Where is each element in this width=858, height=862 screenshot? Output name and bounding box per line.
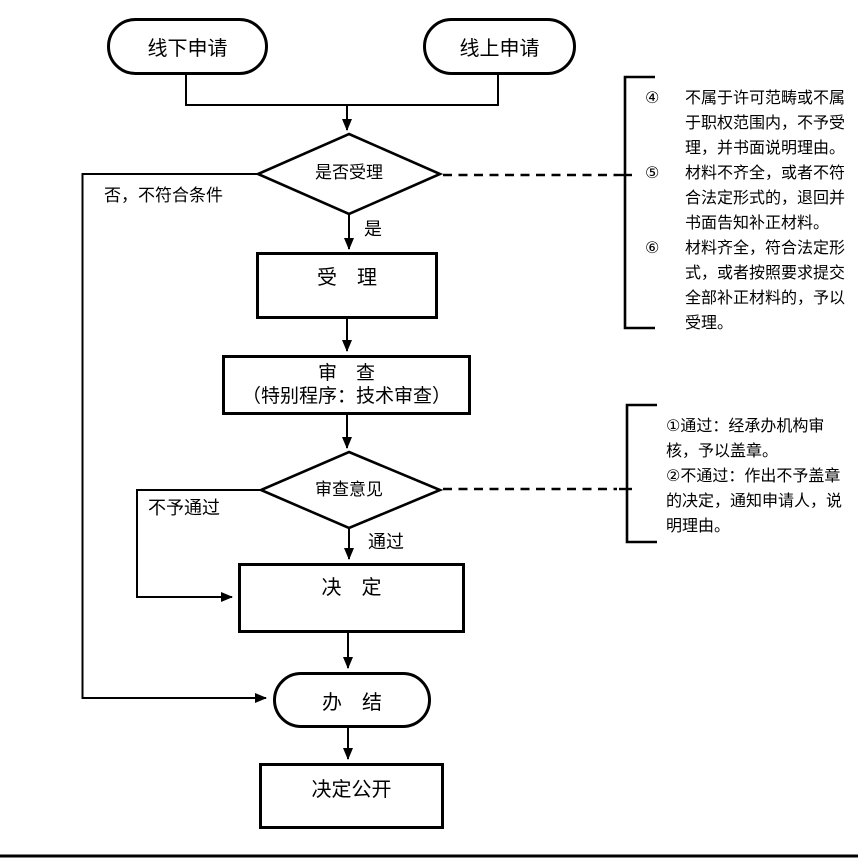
node-offline-apply: 线下申请 — [107, 18, 268, 75]
node-online-apply-label: 线上申请 — [459, 38, 540, 60]
annotation-item-4: ④ 不属于许可范畴或不属 于职权范围内，不予受 理，并书面说明理由。 — [645, 86, 853, 161]
annotation-block-review-rules: ①通过：经承办机构审 核，予以盖章。 ②不通过：作出不予盖章 的决定，通知申请人… — [666, 418, 843, 535]
annotation-item-5: ⑤ 材料不齐全，或者不符 合法定形式的，退回并 书面告知补正材料。 — [645, 161, 853, 236]
bracket-annotations-2 — [625, 403, 657, 544]
edge-label-not-pass: 不予通过 — [148, 498, 220, 518]
annotation-text-5: 材料不齐全，或者不符 合法定形式的，退回并 书面告知补正材料。 — [685, 165, 846, 232]
node-publish: 决定公开 — [259, 763, 444, 829]
node-offline-apply-label: 线下申请 — [147, 38, 228, 60]
node-publish-label: 决定公开 — [311, 779, 392, 801]
connector-notpass-route — [136, 489, 261, 602]
node-review-label: 审 查 （特别程序：技术审查） — [241, 363, 451, 407]
node-complete: 办 结 — [273, 672, 431, 728]
connector-no-route — [81, 173, 267, 703]
annotation-marker-5: ⑤ — [645, 165, 660, 182]
edge-label-no: 否，不符合条件 — [104, 186, 223, 205]
annotation-text-4: 不属于许可范畴或不属 于职权范围内，不予受 理，并书面说明理由。 — [685, 90, 846, 157]
annotation-text-6: 材料齐全，符合法定形 式，或者按照要求提交 全部补正材料的，予以 受理。 — [685, 240, 846, 332]
annotation-marker-6: ⑥ — [645, 240, 660, 257]
annotation-block-accept-rules: ④ 不属于许可范畴或不属 于职权范围内，不予受 理，并书面说明理由。 ⑤ 材料不… — [645, 86, 853, 336]
annotation-marker-4: ④ — [645, 90, 660, 107]
node-decide: 决 定 — [238, 563, 465, 633]
node-complete-label: 办 结 — [322, 691, 382, 714]
node-accept: 受 理 — [256, 252, 438, 319]
node-decide-label: 决 定 — [321, 577, 382, 599]
node-online-apply: 线上申请 — [423, 18, 576, 75]
node-accept-label: 受 理 — [317, 267, 377, 289]
bracket-annotations-1 — [623, 75, 655, 330]
edge-label-pass: 通过 — [368, 532, 404, 552]
annotation-item-6: ⑥ 材料齐全，符合法定形 式，或者按照要求提交 全部补正材料的，予以 受理。 — [645, 236, 853, 336]
edge-label-yes: 是 — [364, 219, 382, 239]
decision2-label: 审查意见 — [315, 480, 383, 499]
node-review: 审 查 （特别程序：技术审查） — [222, 355, 471, 415]
decision1-label: 是否受理 — [315, 163, 383, 182]
